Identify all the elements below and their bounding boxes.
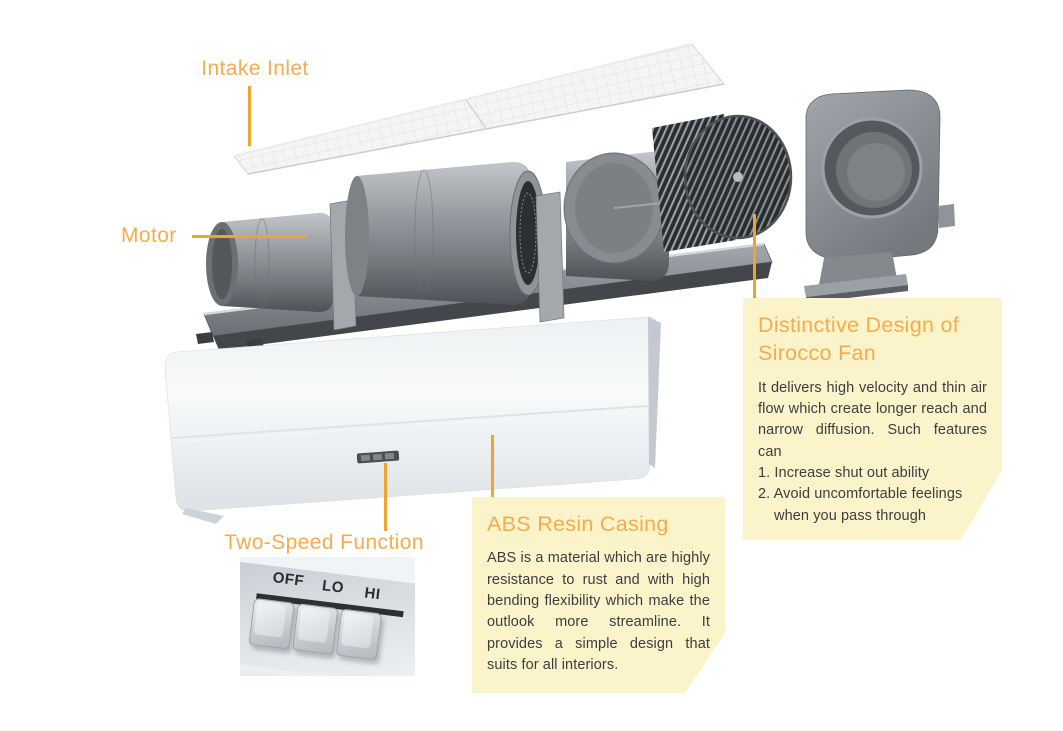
sirocco-feature-1: 1. Increase shut out ability: [758, 465, 930, 481]
switch-off-label: OFF: [271, 569, 306, 590]
abs-note-title: ABS Resin Casing: [487, 512, 669, 536]
sirocco-fan-wheel: [652, 114, 793, 252]
abs-casing-body: [164, 316, 661, 524]
sirocco-note-body: It delivers high velocity and thin air f…: [758, 379, 987, 460]
sirocco-fan-callout-line: [753, 214, 756, 300]
fan-scroll-housing: [804, 89, 955, 303]
abs-casing-note: ABS Resin Casing ABS is a material which…: [472, 497, 725, 693]
cross-flow-blower-1: [345, 161, 565, 323]
sirocco-note-title: Distinctive Design of Sirocco Fan: [758, 313, 960, 366]
panel-bottom-edge: [240, 662, 415, 676]
two-speed-callout-line: [384, 463, 387, 531]
intake-grille: [233, 43, 725, 175]
casing-switch-detail: [356, 450, 400, 464]
switch-hi-button: [335, 608, 383, 661]
switch-lo-label: LO: [321, 577, 345, 597]
switch-off-button: [248, 597, 295, 650]
cross-flow-blower-2: [563, 151, 669, 281]
motor-callout-line: [192, 235, 306, 238]
abs-note-body: ABS is a material which are highly resis…: [487, 550, 710, 673]
speed-switch-photo: OFF LO HI: [240, 557, 415, 676]
sirocco-fan-note: Distinctive Design of Sirocco Fan It del…: [743, 298, 1002, 540]
abs-casing-callout-line: [491, 435, 494, 498]
two-speed-label: Two-Speed Function: [224, 531, 424, 554]
switch-panel: OFF LO HI: [240, 557, 415, 676]
motor-label: Motor: [121, 224, 177, 247]
switch-hi-label: HI: [363, 584, 382, 604]
intake-inlet-label: Intake Inlet: [201, 57, 309, 80]
switch-lo-button: [292, 603, 339, 655]
intake-inlet-callout-line: [248, 86, 251, 146]
sirocco-feature-2: 2. Avoid uncomfortable feelings when you…: [758, 486, 963, 524]
